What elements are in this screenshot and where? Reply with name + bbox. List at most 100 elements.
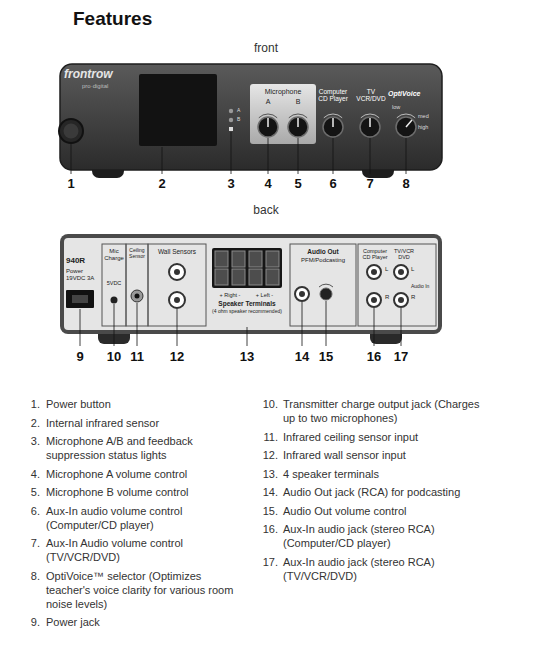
- list-number: 2.: [8, 416, 40, 430]
- rca-jack: [367, 293, 381, 307]
- label-slot: 8.: [8, 569, 40, 583]
- label-slot: Aux-In Audio volume control (TV/VCR/DVD): [46, 536, 236, 564]
- label-slot: Aux-In audio jack (stereo RCA) (Computer…: [283, 522, 493, 550]
- label-slot: 5.: [8, 485, 40, 499]
- list-number: 7.: [8, 536, 40, 550]
- label-slot: 3: [227, 177, 234, 192]
- rca-jack: [398, 269, 404, 275]
- status-light: [229, 118, 233, 122]
- label-slot: Microphone A volume control: [46, 467, 236, 481]
- text-slot: high: [418, 124, 436, 130]
- panel-label: R: [411, 294, 418, 301]
- callout-number: 12: [170, 350, 184, 365]
- speaker-terminal: [266, 269, 279, 285]
- panel-outline: [102, 244, 436, 326]
- label-slot: 17.: [246, 555, 278, 569]
- text-slot: Audio In: [411, 284, 435, 290]
- power-button: [59, 119, 83, 143]
- page-title: Features: [73, 8, 152, 30]
- device-housing: [60, 234, 442, 334]
- callout-number: 16: [367, 350, 381, 365]
- sensor-jack: [174, 269, 180, 275]
- power-button: [59, 119, 83, 143]
- speaker-terminal: [232, 269, 245, 285]
- list-number: 16.: [246, 522, 278, 536]
- label-slot: 14: [295, 350, 309, 365]
- panel-label: Power 19VDC 3A: [66, 268, 100, 282]
- text-slot: + Left -: [247, 292, 282, 298]
- panel-outline: [290, 244, 356, 326]
- sensor-jack: [169, 292, 185, 308]
- label-slot: 16.: [246, 522, 278, 536]
- rca-jack: [367, 265, 381, 279]
- label-slot: 12: [170, 350, 184, 365]
- status-light: [229, 127, 233, 131]
- list-number: 13.: [246, 467, 278, 481]
- speaker-terminal: [215, 251, 228, 267]
- speaker-terminal: [215, 251, 279, 285]
- label-slot: Audio Out jack (RCA) for podcasting: [283, 485, 493, 499]
- callout-number: 4: [264, 177, 271, 192]
- device-back: 940RPower 19VDC 3A+ Right -+ Left -Speak…: [60, 234, 442, 334]
- leader-line: [302, 302, 303, 346]
- panel-label: OptiVoice: [388, 90, 436, 98]
- panel-section: Ceiling Sensor: [126, 244, 148, 326]
- leader-line: [114, 304, 115, 346]
- sensor-jack: [169, 264, 185, 280]
- volume-knob: [360, 114, 380, 137]
- text-slot: A: [262, 98, 274, 106]
- panel-section: Audio OutPFM/Podcasting: [290, 244, 356, 326]
- label-slot: 15.: [246, 504, 278, 518]
- power-jack: [72, 295, 88, 303]
- panel-label: Microphone: [250, 88, 316, 96]
- leader-line: [268, 138, 269, 174]
- list-text: Audio Out jack (RCA) for podcasting: [283, 485, 493, 499]
- panel-label: L: [411, 266, 418, 273]
- panel-label: Audio Out: [290, 248, 356, 255]
- device-housing: [64, 238, 438, 330]
- panel-label: Speaker Terminals: [205, 300, 289, 307]
- text-slot: PFM/Podcasting: [290, 257, 356, 264]
- rca-jack: [295, 287, 309, 301]
- label-slot: Aux-In audio volume control (Computer/CD…: [46, 504, 236, 532]
- panel-label: (4 ohm speaker recommended): [205, 309, 289, 315]
- label-slot: 2: [158, 177, 165, 192]
- device-housing: [60, 64, 442, 170]
- panel-label: 5VDC: [102, 280, 126, 286]
- panel-plate: [250, 84, 316, 144]
- label-slot: 6: [329, 177, 336, 192]
- label-slot: Microphone A/B and feedback suppression …: [46, 434, 236, 462]
- list-text: Aux-In audio volume control (Computer/CD…: [46, 504, 236, 532]
- callout-number: 10: [107, 350, 121, 365]
- sensor-jack: [131, 264, 185, 308]
- infrared-sensor: [139, 74, 217, 146]
- label-slot: Power jack: [46, 615, 236, 629]
- status-light: [229, 109, 233, 113]
- rca-jack: [394, 293, 408, 307]
- list-number: 8.: [8, 569, 40, 583]
- text-slot: 940R: [66, 256, 100, 265]
- text-slot: B: [237, 117, 247, 123]
- text-slot: Computer CD Player: [360, 248, 390, 261]
- label-slot: Infrared wall sensor input: [283, 448, 493, 462]
- list-number: 6.: [8, 504, 40, 518]
- label-slot: 4.: [8, 467, 40, 481]
- leader-line: [162, 147, 163, 174]
- speaker-terminal: [266, 251, 279, 267]
- list-text: OptiVoice™ selector (Optimizes teacher's…: [46, 569, 236, 611]
- panel-label: high: [418, 124, 436, 130]
- label-slot: Audio Out volume control: [283, 504, 493, 518]
- label-slot: 2.: [8, 416, 40, 430]
- text-slot: Speaker Terminals: [205, 300, 289, 307]
- panel-plate: [250, 84, 316, 144]
- volume-knob: [319, 284, 333, 300]
- label-slot: 4: [264, 177, 271, 192]
- volume-knob: [320, 288, 332, 300]
- panel-section: Computer CD PlayerTV/VCR DVDLLAudio InRR: [358, 244, 436, 326]
- speaker-terminal: [232, 251, 245, 267]
- label-slot: Infrared ceiling sensor input: [283, 430, 493, 444]
- list-text: Audio Out volume control: [283, 504, 493, 518]
- volume-knob: [288, 114, 308, 137]
- callout-number: 17: [394, 350, 408, 365]
